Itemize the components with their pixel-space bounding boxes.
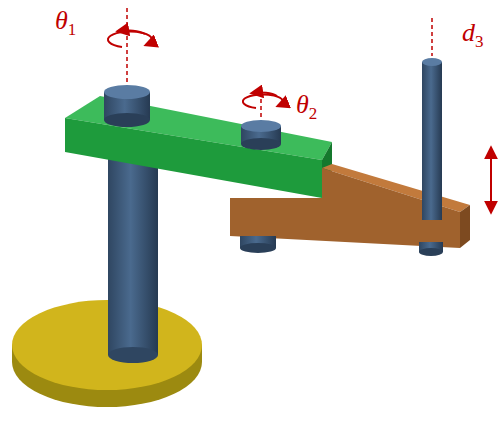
joint-variable-label: θ2 [296, 92, 317, 122]
axis-lines [127, 8, 432, 119]
base-disc [12, 300, 202, 407]
joint-variable-label: θ1 [55, 8, 76, 38]
prismatic-rod [419, 58, 443, 256]
rotation-arrows [108, 30, 283, 108]
joint-variable-label: d3 [462, 20, 484, 50]
joint-1-cap [104, 85, 150, 127]
joint-2-bottom [240, 236, 276, 253]
translation-arrow [490, 148, 492, 212]
base-column [108, 140, 158, 363]
joint-2-cap [241, 120, 281, 150]
